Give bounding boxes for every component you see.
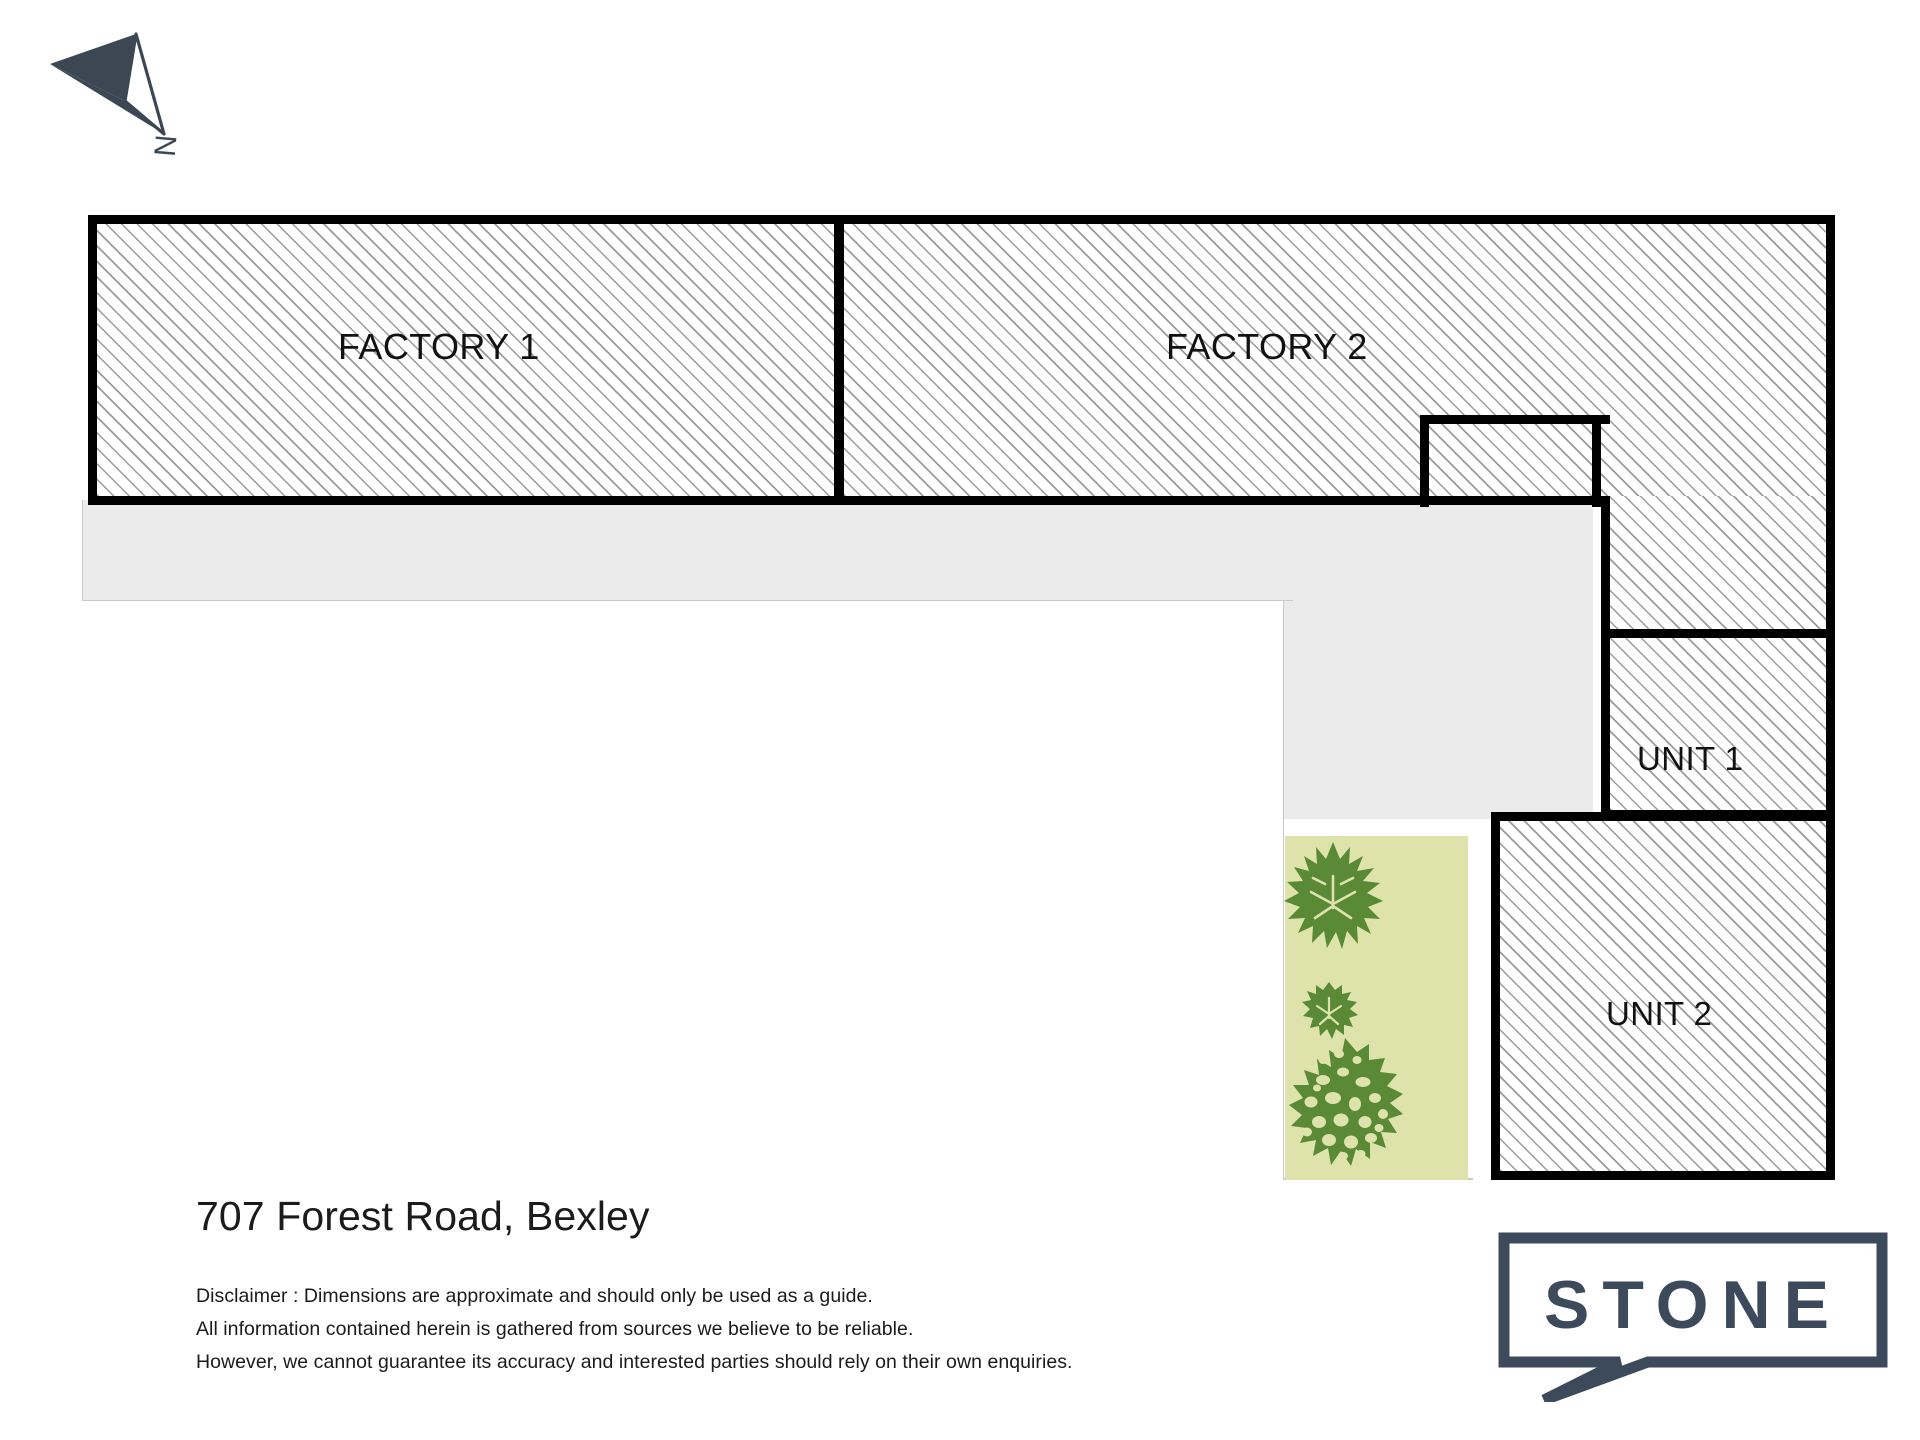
north-arrow-icon: N — [28, 6, 228, 176]
factory-2-notch-wall-left — [1592, 415, 1601, 507]
room-label-factory-2: FACTORY 2 — [1166, 326, 1368, 367]
north-label: N — [147, 133, 182, 157]
disclaimer-line-2: All information contained herein is gath… — [196, 1318, 914, 1340]
tree-group — [1245, 826, 1475, 1196]
stone-logo[interactable]: STONE — [1498, 1232, 1888, 1402]
disclaimer-line-1: Disclaimer : Dimensions are approximate … — [196, 1285, 873, 1307]
factory-2-notch-wall-vertical — [1420, 415, 1429, 507]
tree-middle-icon — [1302, 982, 1358, 1039]
driveway-area-horizontal — [82, 500, 1292, 601]
room-label-unit-1: UNIT 1 — [1637, 740, 1744, 777]
disclaimer-line-3: However, we cannot guarantee its accurac… — [196, 1351, 1073, 1373]
unit-2-notch-wall — [1491, 812, 1601, 821]
room-factory-2[interactable] — [835, 215, 1835, 505]
room-unit-1[interactable] — [1601, 629, 1835, 819]
stone-logo-bubble — [1498, 1232, 1888, 1402]
tree-upper-icon — [1284, 842, 1383, 949]
stone-logo-wordmark: STONE — [1544, 1267, 1842, 1343]
room-label-unit-2: UNIT 2 — [1606, 995, 1713, 1032]
room-unit-2[interactable] — [1491, 812, 1835, 1180]
tree-lower-icon — [1289, 1038, 1403, 1166]
room-label-factory-1: FACTORY 1 — [338, 326, 540, 367]
page-title: 707 Forest Road, Bexley — [196, 1193, 650, 1239]
driveway-outline — [82, 500, 1293, 601]
driveway-outline-lower — [1283, 600, 1468, 1180]
factory-2-notch-wall-horizontal — [1420, 415, 1610, 424]
room-factory-2-extension[interactable] — [1601, 496, 1835, 638]
room-factory-1[interactable] — [88, 215, 843, 505]
